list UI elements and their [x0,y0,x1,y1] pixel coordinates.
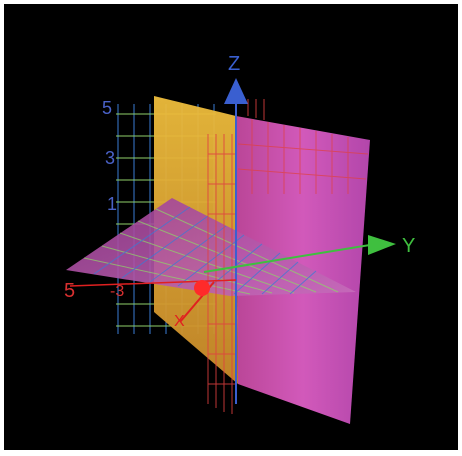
y-axis-arrow [368,235,396,255]
magenta-plane-grid [237,119,369,194]
z-axis [224,78,248,404]
x-tick-neg3: -3 [110,283,124,300]
y-axis [203,235,396,273]
3d-plane-scene: Z Y X 5 3 1 5 -3 [64,53,415,424]
horizontal-plane-grid [83,206,339,295]
z-axis-arrow [224,78,248,104]
y-axis-label: Y [402,235,415,257]
horizontal-plane [66,198,356,296]
render-viewport: Z Y X 5 3 1 5 -3 [4,4,458,450]
z-axis-label: Z [228,53,240,75]
x-tick-5: 5 [64,280,75,302]
x-axis-label: X [174,313,185,330]
origin-marker [194,280,210,296]
z-tick-3: 3 [105,148,115,168]
z-tick-5: 5 [102,98,112,118]
z-tick-1: 1 [107,194,117,214]
